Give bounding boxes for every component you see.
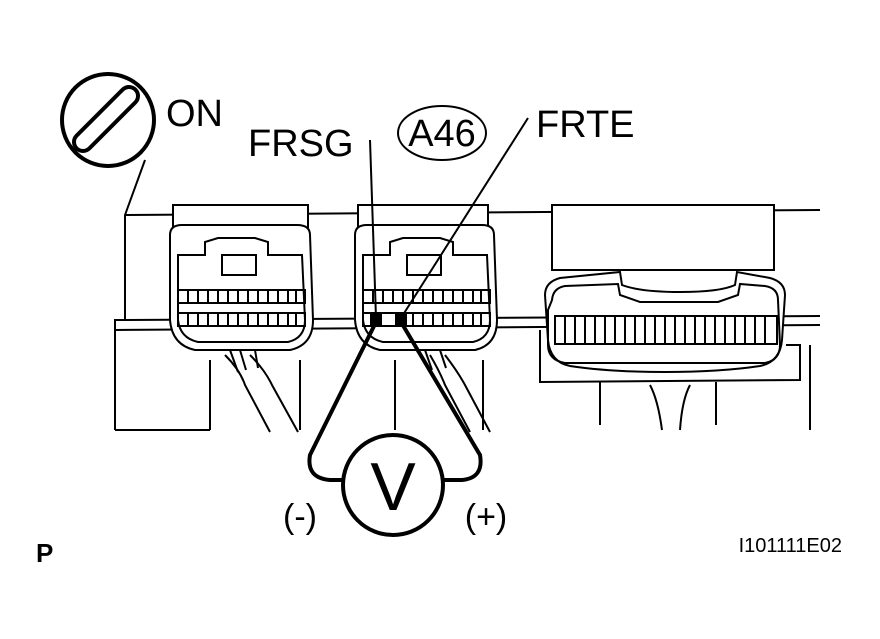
- ignition-key-switch-icon: [60, 72, 156, 168]
- frte-leader-line: [400, 117, 529, 319]
- frte-probe-pin: [395, 313, 407, 325]
- frte-terminal-label: FRTE: [536, 104, 635, 146]
- frsg-terminal-label: FRSG: [248, 123, 354, 165]
- left-connector: [169, 204, 315, 433]
- voltmeter-symbol: V: [370, 449, 416, 525]
- corner-letter: P: [36, 538, 53, 568]
- connector-code-label: A46: [408, 113, 476, 155]
- frsg-probe-pin: [370, 313, 382, 325]
- ignition-on-label: ON: [166, 93, 223, 135]
- frsg-leader-line: [369, 139, 377, 319]
- connector-a46: [354, 204, 499, 433]
- negative-test-lead: [307, 321, 378, 482]
- right-connector: [539, 204, 811, 431]
- connector-tag: [397, 105, 487, 161]
- positive-test-lead: [399, 320, 483, 482]
- figure-code: I101111E02: [739, 535, 842, 557]
- negative-polarity-label: (-): [283, 498, 317, 536]
- positive-polarity-label: (+): [465, 498, 508, 536]
- voltmeter-icon: [341, 433, 445, 537]
